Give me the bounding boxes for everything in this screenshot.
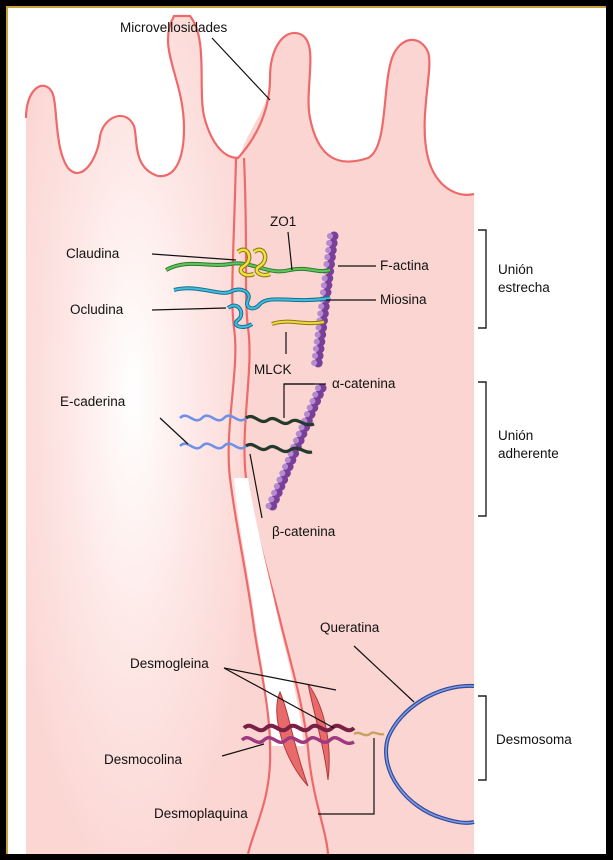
desmosome-bracket (478, 696, 486, 780)
label-tight-junction-line2: estrecha (498, 280, 550, 295)
tight-junction-bracket (478, 230, 486, 328)
label-alpha-catenina: α-catenina (332, 376, 396, 391)
label-mlck: MLCK (254, 362, 292, 377)
label-tight-junction-line1: Unión (498, 262, 533, 277)
label-e-caderina: E-caderina (60, 394, 126, 409)
label-ocludina: Ocludina (70, 302, 124, 317)
label-desmosome: Desmosoma (496, 732, 572, 747)
label-queratina: Queratina (320, 620, 380, 635)
label-desmogleina: Desmogleina (130, 656, 209, 671)
cell-junction-diagram: Microvellosidades ZO1 Claudina F-actina … (8, 8, 606, 854)
label-zo1: ZO1 (270, 214, 296, 229)
adherens-junction-bracket (478, 382, 486, 516)
label-desmoplaquina: Desmoplaquina (154, 806, 248, 821)
label-adherens-junction-line1: Unión (498, 428, 533, 443)
label-microvellosidades: Microvellosidades (120, 20, 228, 35)
label-miosina: Miosina (380, 292, 427, 307)
label-adherens-junction-line2: adherente (498, 446, 559, 461)
label-desmocolina: Desmocolina (104, 752, 183, 767)
diagram-canvas: Microvellosidades ZO1 Claudina F-actina … (6, 6, 606, 854)
label-claudina: Claudina (66, 246, 120, 261)
label-beta-catenina: β-catenina (272, 524, 336, 539)
label-f-actina: F-actina (380, 258, 429, 273)
